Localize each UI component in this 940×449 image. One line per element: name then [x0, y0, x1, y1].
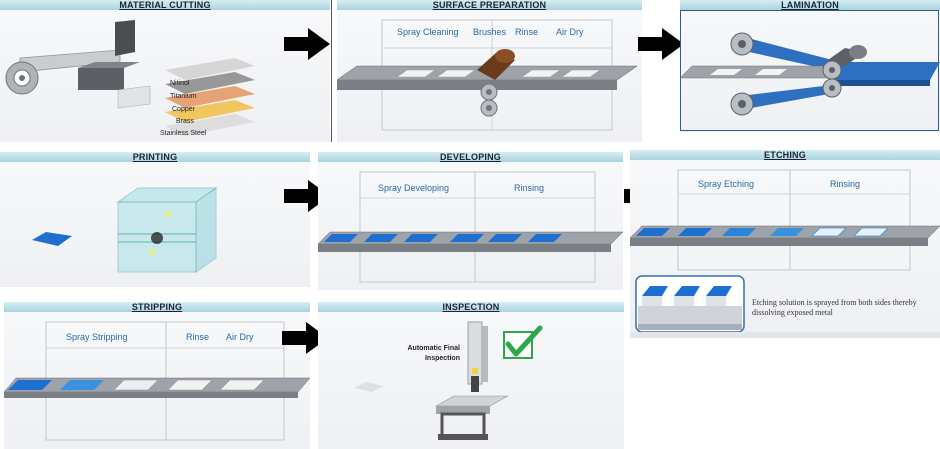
label-spray-stripping: Spray Stripping [66, 332, 128, 342]
cutter-blade [115, 20, 135, 56]
step-title-printing: PRINTING [0, 152, 310, 162]
etch-rinsing-chamber [789, 169, 911, 271]
arrow-right-icon [638, 28, 684, 60]
metal-label-copper: Copper [172, 106, 195, 113]
surface-prep-illustration [337, 19, 638, 131]
label-spray-etching: Spray Etching [698, 179, 755, 189]
step-surface-preparation: SURFACE PREPARATION Spray Cleaning Brush… [337, 0, 642, 142]
developing-illustration [318, 171, 623, 283]
metal-label-stainless-steel: Stainless Steel [160, 130, 207, 137]
label-automatic-final-inspection: Automatic Final Inspection [407, 345, 460, 362]
label-brushes: Brushes [473, 27, 507, 37]
step-developing: DEVELOPING Spray Developing Rinsing [318, 152, 623, 290]
material-cutting-illustration [5, 20, 255, 136]
step-title-developing: DEVELOPING [318, 152, 623, 162]
lamination-illustration [680, 32, 940, 116]
metal-label-brass: Brass [176, 118, 194, 125]
inspection-camera [467, 321, 483, 385]
sheet-nitinol [165, 58, 255, 80]
step-title-lamination: LAMINATION [680, 0, 940, 10]
laminated-sheet [830, 62, 940, 80]
sheet-copper [165, 86, 255, 108]
label-spray-developing: Spray Developing [378, 183, 450, 193]
step-title-surface-preparation: SURFACE PREPARATION [337, 0, 642, 10]
step-title-inspection: INSPECTION [318, 302, 624, 312]
label-rinsing: Rinsing [514, 183, 545, 193]
inspection-stage [440, 412, 486, 438]
sheet-titanium [165, 72, 255, 94]
stripping-illustration [4, 321, 310, 441]
film-bottom [740, 84, 840, 110]
label-stripping-air-dry: Air Dry [226, 332, 254, 342]
laminated-panel [32, 232, 72, 246]
metal-label-titanium: Titanium [170, 93, 197, 100]
metal-label-nitinol: Nitinol [170, 80, 190, 87]
step-inspection: INSPECTION Automatic Final Inspection [318, 302, 624, 449]
step-material-cutting: MATERIAL CUTTING Nitinol Titanium Copper… [0, 0, 330, 142]
cut-sheet [117, 85, 151, 109]
label-etch-rinsing: Rinsing [830, 179, 861, 189]
sheet-stainless [165, 114, 255, 136]
arrow-right-icon [284, 28, 330, 60]
step-title-etching: ETCHING [630, 150, 940, 160]
step-title-material-cutting: MATERIAL CUTTING [0, 0, 330, 10]
divider-line [331, 0, 332, 142]
label-rinse: Rinse [515, 27, 539, 37]
etching-illustration [630, 169, 940, 338]
label-air-dry: Air Dry [556, 27, 584, 37]
etching-note: Etching solution is sprayed from both si… [752, 298, 917, 317]
rinsing-chamber [474, 171, 596, 283]
inspection-illustration [354, 321, 543, 440]
label-stripping-rinse: Rinse [186, 332, 210, 342]
cutter-base [78, 68, 124, 90]
printing-illustration [32, 187, 218, 273]
step-printing: PRINTING [0, 152, 310, 287]
lamination-frame [680, 10, 939, 131]
step-title-stripping: STRIPPING [4, 302, 310, 312]
label-spray-cleaning: Spray Cleaning [397, 27, 459, 37]
arrow-right-icon [282, 322, 328, 354]
step-lamination: LAMINATION [680, 0, 940, 132]
sheet-brass [165, 100, 255, 122]
film-top [740, 36, 840, 72]
step-etching: ETCHING Spray Etching Rinsing Etching so… [630, 150, 940, 338]
step-stripping: STRIPPING Spray Stripping Rinse Air Dry [4, 302, 310, 449]
